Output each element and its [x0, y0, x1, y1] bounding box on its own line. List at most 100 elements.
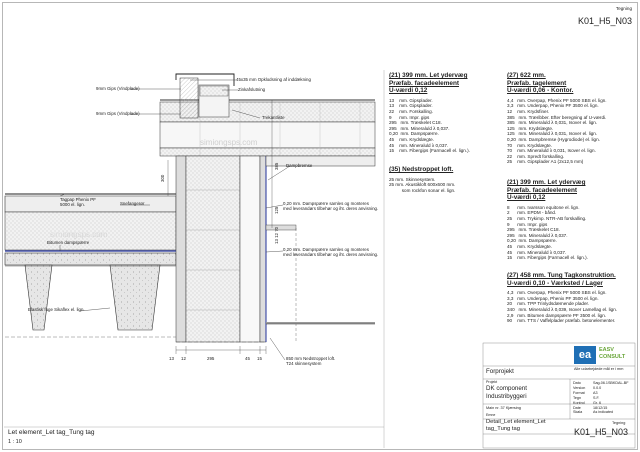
spec-title: U-værdi 0,12: [507, 194, 546, 202]
spec-title: Præfab. facadeelement: [507, 186, 577, 194]
field-row: Version 0.0.0: [573, 386, 628, 391]
spec-line: 0,20 mm. Dampbremse (Hygrodiode) el. lig…: [507, 136, 600, 142]
interior-structure: [265, 155, 376, 342]
spec-line: 3,3 mm. Underpap, Phenix PF 3500 el. lig…: [507, 103, 599, 109]
spec-line: 295 mm. Mineraluld λ 0,037.: [389, 125, 450, 131]
field-key: Date: [573, 405, 581, 410]
spec-line: 0,20 mm. Dampspærre.: [507, 238, 557, 244]
dim-13-12-70: 13 12 70: [274, 226, 279, 244]
logo-line2: CONSULT: [599, 354, 626, 360]
field-row: Date 18/12/15: [573, 406, 628, 411]
field-row: Kontrol Gr. 6: [573, 401, 628, 406]
spec-title: (27) 458 mm. Tung Tagkonstruktion.: [507, 272, 616, 279]
field-value: As indicated: [593, 410, 614, 415]
spec-line: 295 mm. Træskelet C18.: [507, 227, 560, 233]
field-key: Dato: [573, 381, 581, 385]
spec-line: 15 mm. Fibergips (Farmacell el. lign.).: [507, 255, 588, 261]
field-value: Gr. 6: [593, 400, 601, 405]
field-value: 0.0.0: [593, 385, 602, 390]
spec-line: 0,20 mm. Dampspærre.: [389, 131, 439, 137]
field-key: Format: [573, 390, 585, 395]
spec-line: 125 mm. Mineraluld λ 0,031, Isover el. l…: [507, 131, 598, 137]
spec-line: 25 mm. Akustikloft 600x600 mm.: [389, 182, 456, 188]
drawing-line2: tag_Tung tag: [486, 426, 520, 432]
wall-element: [175, 155, 267, 343]
project-label: Forprojekt: [486, 368, 514, 375]
spec-title: Præfab. tagelement: [507, 79, 567, 87]
logo: ea EASV CONSULT: [574, 346, 634, 364]
logo-line1: EASV: [599, 347, 614, 353]
project-small: Projekt: [486, 380, 498, 384]
callout-snefanger: Snefangerør: [120, 201, 145, 206]
field-value: A3: [593, 390, 598, 395]
dim-bottom-2: 295: [207, 356, 215, 361]
callout-elastisk: Elastisk fuge Sikaflex el. lign.: [28, 307, 85, 312]
roof-element-heavy: [4, 193, 177, 331]
spec-line: 125 mm. Krydslægte.: [507, 125, 554, 131]
logo-mark: ea: [574, 346, 596, 364]
spec-line: 12 mm. Krydsfiner.: [507, 108, 550, 114]
sheet-id-bottom: K01_H5_N03: [574, 427, 629, 437]
spec-title: (21) 399 mm. Let ydervæg: [389, 72, 468, 79]
spec-line: 4,3 mm. Overpap, Phenix PF 5000 SBS el. …: [507, 290, 607, 296]
field-key: Kontrol: [573, 400, 585, 405]
spec-block-ceiling: (35) Nedstroppet loft. 25 mm. Skinnesyst…: [389, 166, 501, 193]
spec-block-roof-heavy: (27) 458 mm. Tung Tagkonstruktion. U-vær…: [507, 272, 639, 324]
spec-line: 295 mm. Træskelet C18.: [389, 120, 442, 126]
spec-title: U-værdi 0,06 - Kontor.: [507, 87, 574, 95]
spec-line: 2,9 mm. Bitumen dampspærre PF 3500 el. l…: [507, 312, 607, 318]
field-value: 18/12/15: [593, 405, 608, 410]
dim-125: 125: [274, 206, 279, 214]
callout-tagpap: Tagpap Phenix PF 5000 el. lign.: [60, 197, 96, 208]
spec-line: 385 mm. Træribber. Efter beregning af U-…: [507, 114, 607, 120]
field-key: Skala: [573, 410, 583, 415]
tegning-label-top: Tegning: [615, 6, 632, 11]
spec-block-wall-2: (21) 399 mm. Let ydervæg Præfab. facadee…: [507, 179, 637, 261]
spec-title: U-værdi 0,12: [389, 87, 428, 95]
field-row: Skala As indicated: [573, 410, 628, 415]
spec-line: 9 mm. Impr. gips: [507, 221, 548, 227]
tagline: Alle udarbejdede mål er i mm: [574, 367, 624, 371]
spec-line: 13 mm. Gipsplader.: [389, 103, 433, 109]
callout-traekantliste: Trekantliste: [262, 115, 285, 120]
spec-line: 15 mm. Fibergips (Farmacell el. lign.).: [389, 148, 470, 154]
scale-label: 1 : 10: [8, 439, 22, 445]
spec-title: (21) 399 mm. Let ydervæg: [507, 179, 586, 186]
parapet: [175, 73, 235, 119]
title-block-frame: [482, 342, 636, 449]
spec-line: 25 mm. Skinnesystem.: [389, 176, 436, 182]
callout-opklodsning: 45x35 mm Opklodsning af inddækning: [236, 77, 311, 82]
spec-title: (27) 622 mm.: [507, 72, 546, 79]
entry-label: Emne: [486, 413, 496, 417]
spec-line: 70 mm. Mineraluld λ 0,031, Isover el. li…: [507, 148, 596, 154]
component-line2: Industribyggeri: [486, 393, 527, 400]
spec-line: 45 mm. Krydslægte.: [507, 243, 552, 249]
callout-note2: 0,20 mm. Dampspærre samles og monteres m…: [283, 247, 379, 258]
field-key: Tegn: [573, 395, 581, 400]
dim-bottom-0: 13: [169, 356, 174, 361]
dim-bottom-3: 45: [245, 356, 250, 361]
sheet-id-top: K01_H5_N03: [577, 16, 632, 26]
spec-line: 45 mm. Krydslægte.: [389, 136, 434, 142]
spec-line: 3,3 mm. Underpap, Phenix PF 3500 el. lig…: [507, 295, 599, 301]
spec-line: 22 mm. Forskalling.: [389, 108, 433, 114]
field-value: S.F.: [593, 395, 600, 400]
spec-line: 25 mm. Gipsplader A1 (2x12,5 mm): [507, 159, 584, 165]
watermark-2: simiongsps.com: [50, 230, 108, 239]
spec-line: 13 mm. Gipsplader.: [389, 97, 433, 103]
dim-bottom-1: 12: [181, 356, 186, 361]
tegning-label-bottom: Tegning: [612, 421, 626, 425]
field-key: Version: [573, 385, 586, 390]
spec-line: 4,4 mm. Overpap, Phenix PF 5000 SBS el. …: [507, 97, 607, 103]
spec-line: 295 mm. Mineraluld λ 0,037.: [507, 232, 568, 238]
spec-line: 70 mm. Krydslægte.: [507, 142, 552, 148]
spec-line: 385 mm. Mineraluld λ 0,031, Isover el. l…: [507, 120, 598, 126]
spec-title: Præfab. facadeelement: [389, 79, 459, 87]
drawing-line1: Detail_Let element_Let: [486, 419, 546, 425]
spec-block-roof-light: (27) 622 mm. Præfab. tagelement U-værdi …: [507, 72, 637, 165]
spec-line: 45 mm. Mineraluld λ 0,037.: [507, 249, 567, 255]
